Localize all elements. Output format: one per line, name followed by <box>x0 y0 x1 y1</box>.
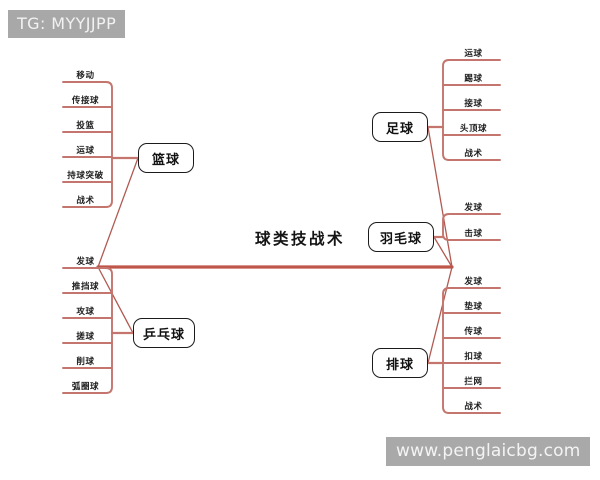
leaf-node-badminton-0[interactable]: 发球 <box>464 203 483 213</box>
tg-tag-badge: TG: MYYJJPP <box>8 10 126 38</box>
leaf-node-volleyball-2[interactable]: 传球 <box>464 327 483 337</box>
leaf-node-table-tennis-4[interactable]: 削球 <box>76 357 95 367</box>
branch-node-label: 羽毛球 <box>379 231 422 247</box>
leaf-node-basketball-4[interactable]: 持球突破 <box>67 171 104 181</box>
leaf-node-football-3[interactable]: 头顶球 <box>459 124 488 134</box>
leaf-node-basketball-5[interactable]: 战术 <box>76 196 95 206</box>
branch-node-label: 乒乓球 <box>142 327 185 343</box>
leaf-node-volleyball-4[interactable]: 拦网 <box>464 377 483 387</box>
branch-node-label: 篮球 <box>151 152 180 168</box>
branch-node-badminton[interactable]: 羽毛球 <box>368 222 434 252</box>
branch-node-label: 排球 <box>385 357 414 373</box>
leaf-node-football-1[interactable]: 踢球 <box>464 74 483 84</box>
leaf-node-table-tennis-0[interactable]: 发球 <box>76 257 95 267</box>
leaf-node-basketball-0[interactable]: 移动 <box>76 71 95 81</box>
leaf-node-basketball-2[interactable]: 投篮 <box>76 121 95 131</box>
branch-node-basketball[interactable]: 篮球 <box>138 143 194 173</box>
leaf-node-table-tennis-3[interactable]: 搓球 <box>76 332 95 342</box>
leaf-node-basketball-3[interactable]: 运球 <box>76 146 95 156</box>
branch-node-football[interactable]: 足球 <box>372 112 428 142</box>
leaf-node-table-tennis-5[interactable]: 弧圈球 <box>71 382 100 392</box>
branch-node-label: 足球 <box>385 121 414 137</box>
leaf-node-table-tennis-1[interactable]: 推挡球 <box>71 282 100 292</box>
center-topic-label: 球类技战术 <box>254 230 346 248</box>
leaf-node-volleyball-3[interactable]: 扣球 <box>464 352 483 362</box>
leaf-node-football-0[interactable]: 运球 <box>464 49 483 59</box>
site-watermark: www.penglaicbg.com <box>386 437 591 466</box>
leaf-node-basketball-1[interactable]: 传接球 <box>71 96 100 106</box>
leaf-node-football-2[interactable]: 接球 <box>464 99 483 109</box>
leaf-node-volleyball-0[interactable]: 发球 <box>464 277 483 287</box>
leaf-node-volleyball-5[interactable]: 战术 <box>464 402 483 412</box>
leaf-node-football-4[interactable]: 战术 <box>464 149 483 159</box>
leaf-node-badminton-1[interactable]: 击球 <box>464 229 483 239</box>
leaf-node-table-tennis-2[interactable]: 攻球 <box>76 307 95 317</box>
branch-node-volleyball[interactable]: 排球 <box>372 348 428 378</box>
leaf-node-volleyball-1[interactable]: 垫球 <box>464 302 483 312</box>
branch-node-table-tennis[interactable]: 乒乓球 <box>133 318 195 348</box>
